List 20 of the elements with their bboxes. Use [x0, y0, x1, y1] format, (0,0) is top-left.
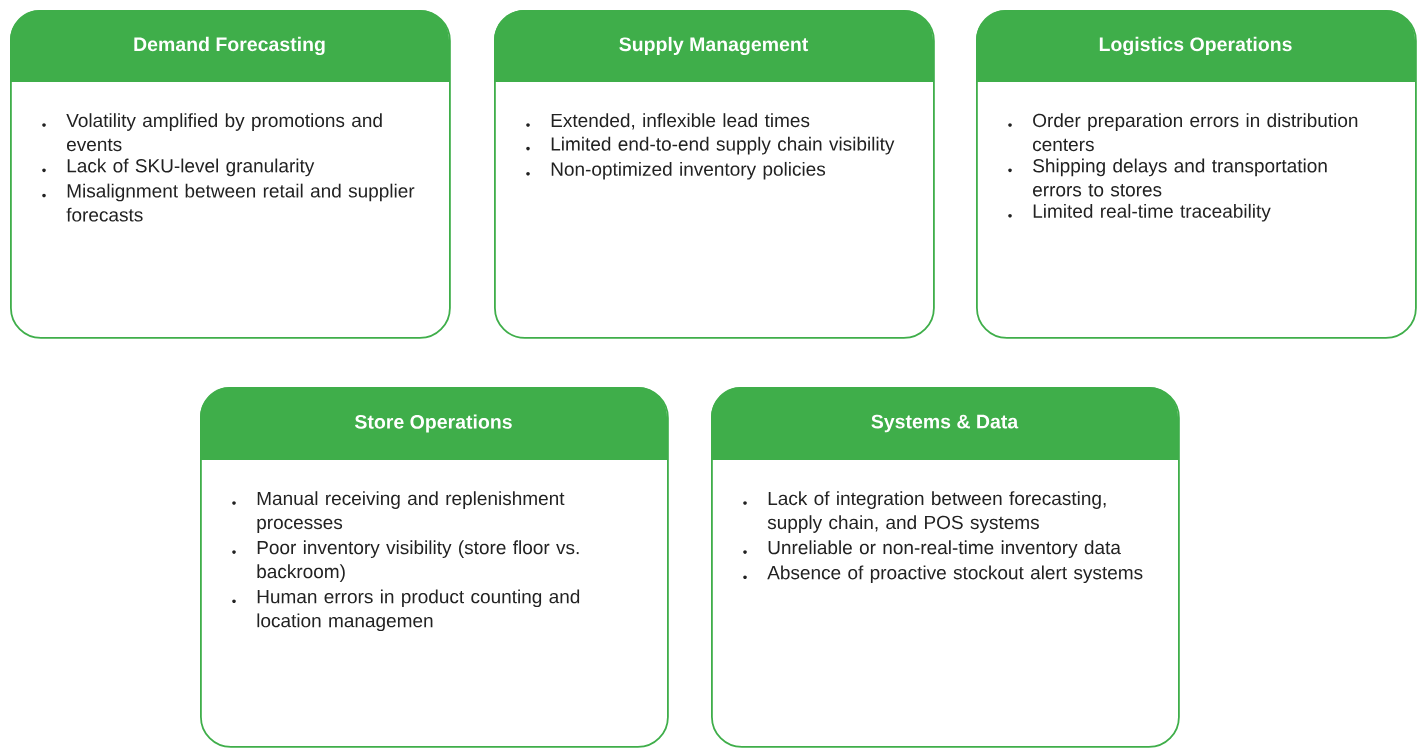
bullet-item: Order preparation errors in distribution centers — [1008, 113, 1358, 152]
bullet-item: Unreliable or non-real-time inventory data — [743, 540, 1121, 558]
bullet-item: Limited real-time traceability — [1008, 203, 1271, 222]
card-header: Logistics Operations — [976, 10, 1415, 82]
bullet-item: Poor inventory visibility (store floor vs. backroom) — [232, 540, 579, 582]
bullet-item: Manual receiving and replenishment processes — [232, 491, 565, 533]
bullet-item: Lack of SKU-level granularity — [42, 158, 315, 177]
bullet-item: Non-optimized inventory policies — [526, 161, 826, 180]
bullet-item: Misalignment between retail and supplier forecasts — [42, 183, 415, 222]
bullet-item: Extended, inflexible lead times — [526, 113, 810, 130]
bullet-item: Volatility amplified by promotions and events — [42, 113, 382, 152]
bullet-item: Shipping delays and transportation errors to stores — [1008, 158, 1327, 197]
card-header: Store Operations — [200, 387, 667, 460]
bullet-item: Human errors in product counting and location managemen — [232, 589, 580, 632]
bullet-item: Limited end-to-end supply chain visibility — [526, 136, 895, 155]
bullet-item: Absence of proactive stockout alert systems — [743, 565, 1143, 584]
card-header: Supply Management — [494, 10, 933, 82]
card-header: Demand Forecasting — [10, 10, 449, 82]
card-header: Systems & Data — [711, 387, 1178, 460]
bullet-item: Lack of integration between forecasting, supply chain, and POS systems — [743, 491, 1106, 533]
